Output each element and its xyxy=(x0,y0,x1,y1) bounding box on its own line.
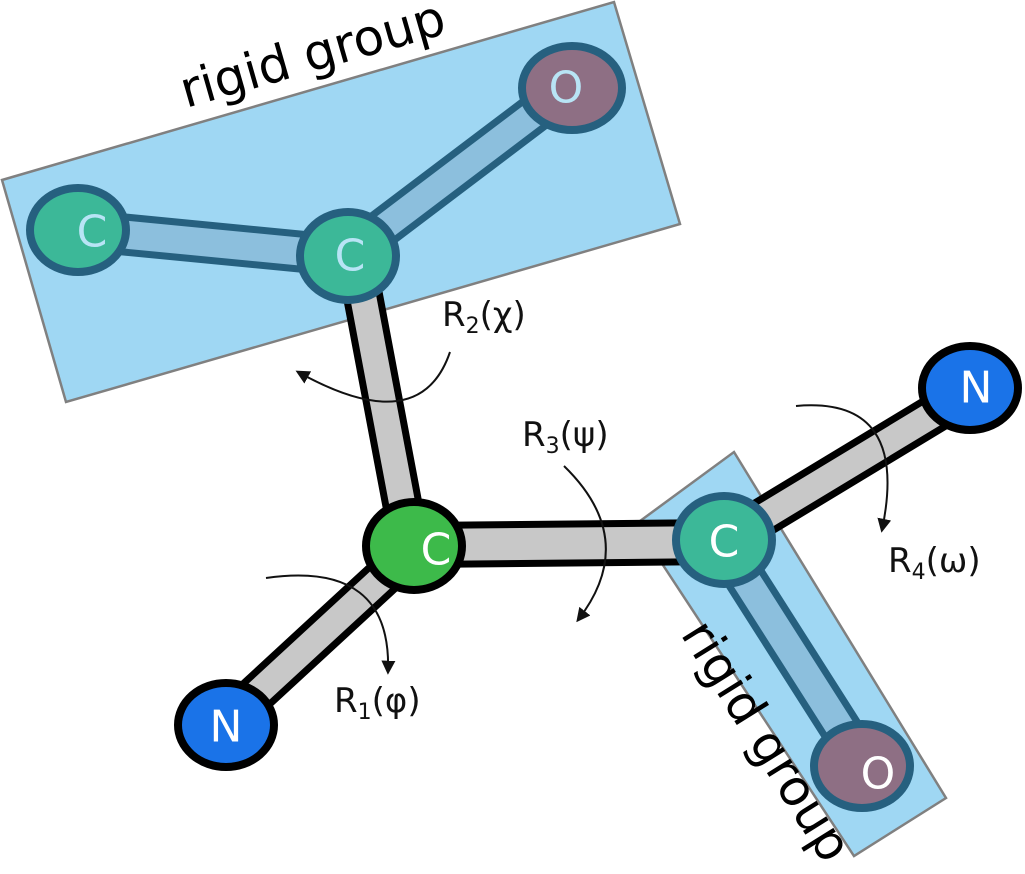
atom-n-left-label: N xyxy=(210,702,243,753)
atom-n-left xyxy=(174,679,278,771)
rotation-arrow-r1 xyxy=(265,574,396,675)
rotation-label-r4: R4(ω) xyxy=(888,541,981,585)
atom-c-right xyxy=(672,492,776,588)
atom-c-left-label: C xyxy=(77,207,108,258)
atom-n-right xyxy=(918,342,1022,434)
atom-c-top-label: C xyxy=(335,231,366,282)
rotation-label-r3: R3(ψ) xyxy=(522,415,609,459)
rigid-group-box-top xyxy=(0,0,682,404)
atom-c-alpha-label: C xyxy=(421,525,452,576)
atom-c-top xyxy=(296,208,400,304)
atom-o-top xyxy=(518,42,626,134)
atom-o-bottom xyxy=(810,720,914,812)
atom-n-right-label: N xyxy=(960,363,993,414)
atom-c-left xyxy=(26,184,130,276)
rotation-arrow-r2 xyxy=(295,351,451,403)
atom-c-alpha xyxy=(362,498,466,594)
atom-o-bottom-label: O xyxy=(861,749,896,800)
rotation-arrows xyxy=(265,351,892,675)
atom-o-top-label: O xyxy=(549,63,584,114)
rotation-label-r2: R2(χ) xyxy=(442,295,526,339)
rotation-arrow-r3 xyxy=(563,465,607,623)
rotation-arrow-r4 xyxy=(795,404,892,533)
atoms: C O C N C N C O xyxy=(26,42,1022,812)
rotation-label-r1: R1(φ) xyxy=(334,681,421,725)
atom-c-right-label: C xyxy=(709,517,740,568)
